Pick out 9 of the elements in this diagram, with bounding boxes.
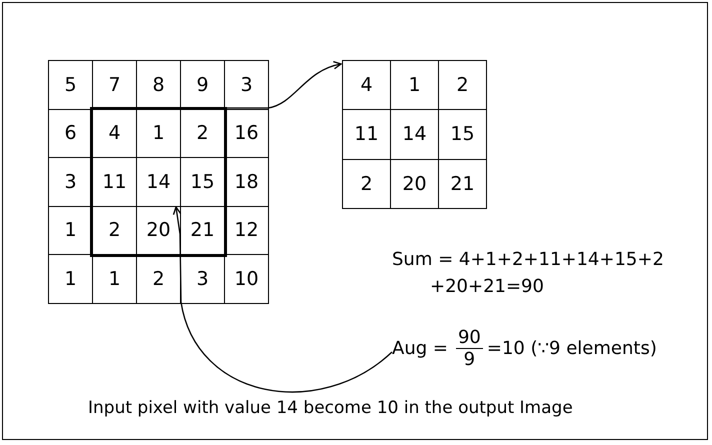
denominator: 9 [464,348,476,370]
caption: Input pixel with value 14 become 10 in the output Image [88,398,573,418]
kernel-window [90,106,227,257]
formula-text: Aug = [392,338,448,358]
arrow [172,206,392,392]
formula-text: =10 (∵9 elements) [486,338,657,358]
sum-formula: Sum = 4+1+2+11+14+15+2 +20+21=90 [392,248,665,299]
numerator: 90 [456,326,483,348]
arrow [226,62,342,109]
